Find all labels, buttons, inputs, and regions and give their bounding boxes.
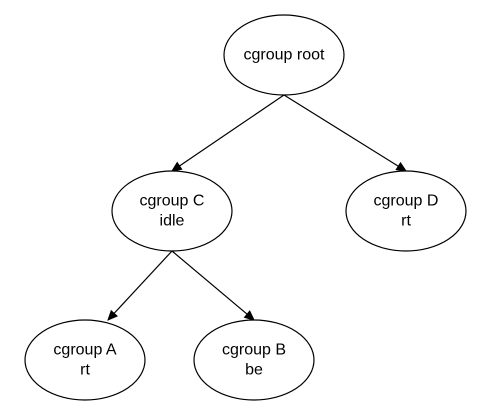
edge-root-to-D xyxy=(283,94,408,172)
edge-C-to-B xyxy=(171,250,255,321)
edge-root-to-C xyxy=(170,94,285,172)
edge-line xyxy=(171,250,248,315)
edge-C-to-A xyxy=(107,250,173,321)
node-policy: rt xyxy=(401,213,411,230)
node-policy: be xyxy=(245,362,263,379)
arrow-head-icon xyxy=(170,161,183,172)
arrow-head-icon xyxy=(243,310,255,321)
node-ellipse xyxy=(223,14,345,96)
edges-layer xyxy=(107,94,408,321)
node-cgroup-c: cgroup C idle xyxy=(111,170,233,252)
arrow-head-icon xyxy=(395,161,408,172)
node-cgroup-a: cgroup A rt xyxy=(24,319,146,401)
node-title: cgroup root xyxy=(244,47,325,64)
arrow-head-icon xyxy=(107,309,119,321)
node-cgroup-b: cgroup B be xyxy=(193,319,315,401)
node-ellipse xyxy=(24,319,146,401)
node-title: cgroup D xyxy=(374,193,439,210)
edge-line xyxy=(179,94,285,167)
node-ellipse xyxy=(345,170,467,252)
node-cgroup-root: cgroup root xyxy=(223,14,345,96)
node-policy: idle xyxy=(160,213,185,230)
node-title: cgroup A xyxy=(53,342,116,359)
node-ellipse xyxy=(111,170,233,252)
node-cgroup-d: cgroup D rt xyxy=(345,170,467,252)
edge-line xyxy=(113,250,173,314)
node-policy: rt xyxy=(80,362,90,379)
node-title: cgroup C xyxy=(140,193,205,210)
edge-line xyxy=(283,94,399,167)
node-title: cgroup B xyxy=(222,342,286,359)
node-ellipse xyxy=(193,319,315,401)
